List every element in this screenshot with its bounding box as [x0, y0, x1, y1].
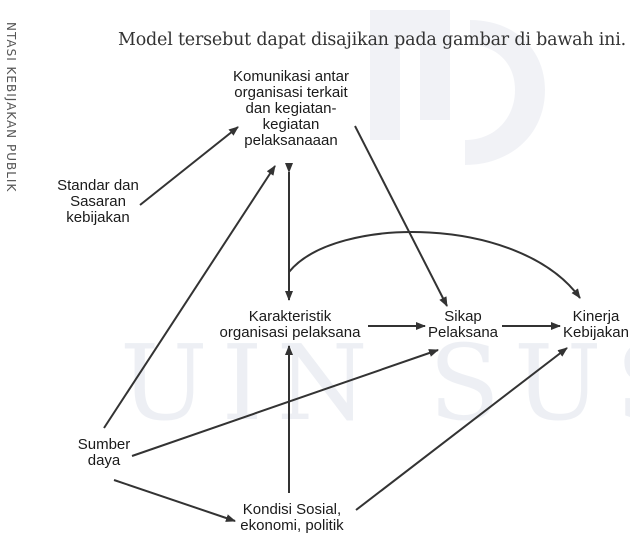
arrow-komunikasi-to-sikap — [354, 125, 448, 307]
node-standar-line: Sasaran — [70, 193, 126, 210]
arrow-sumber-to-sikap — [131, 349, 439, 457]
node-sikap: Sikap Pelaksana — [423, 309, 503, 341]
arrow-sumber-to-kondisi — [113, 479, 236, 522]
node-komunikasi-line: dan kegiatan- — [245, 100, 337, 117]
node-kondisi-line: ekonomi, politik — [240, 517, 344, 534]
node-sikap-line: Sikap — [444, 308, 482, 325]
node-komunikasi-line: kegiatan — [262, 116, 320, 133]
node-komunikasi-line: Komunikasi antar — [233, 68, 349, 85]
watermark-text: UIN SUSKA R — [120, 322, 630, 444]
node-kondisi-line: Kondisi Sosial, — [242, 501, 342, 518]
intro-text: Model tersebut dapat disajikan pada gamb… — [118, 30, 627, 50]
node-komunikasi: Komunikasi antar organisasi terkait dan … — [216, 69, 366, 149]
node-kinerja: Kinerja Kebijakan — [560, 309, 630, 341]
node-karakteristik-line: organisasi pelaksana — [219, 324, 361, 341]
node-sumber-line: daya — [87, 452, 121, 469]
node-sikap-line: Pelaksana — [427, 324, 499, 341]
arrow-sumber-to-komunikasi — [103, 165, 276, 429]
arrow-standar-to-komunikasi — [139, 126, 239, 206]
node-sumber-line: Sumber — [77, 436, 131, 453]
node-komunikasi-line: organisasi terkait — [234, 84, 348, 101]
node-komunikasi-line: pelaksanaaan — [244, 132, 338, 149]
node-karakteristik: Karakteristik organisasi pelaksana — [212, 309, 368, 341]
side-caption: NTASI KEBIJAKAN PUBLIK — [4, 22, 18, 193]
node-standar-line: kebijakan — [66, 209, 130, 226]
node-kinerja-line: Kebijakan — [563, 324, 629, 341]
watermark-logo — [370, 10, 545, 165]
arrow-curve-to-kinerja — [288, 231, 581, 299]
node-karakteristik-line: Karakteristik — [248, 308, 332, 325]
node-standar-line: Standar dan — [57, 177, 139, 194]
node-standar: Standar dan Sasaran kebijakan — [50, 178, 146, 226]
arrow-kondisi-to-kinerja — [355, 347, 568, 511]
node-kondisi: Kondisi Sosial, ekonomi, politik — [228, 502, 356, 534]
node-sumber: Sumber daya — [72, 437, 136, 469]
node-kinerja-line: Kinerja — [572, 308, 620, 325]
